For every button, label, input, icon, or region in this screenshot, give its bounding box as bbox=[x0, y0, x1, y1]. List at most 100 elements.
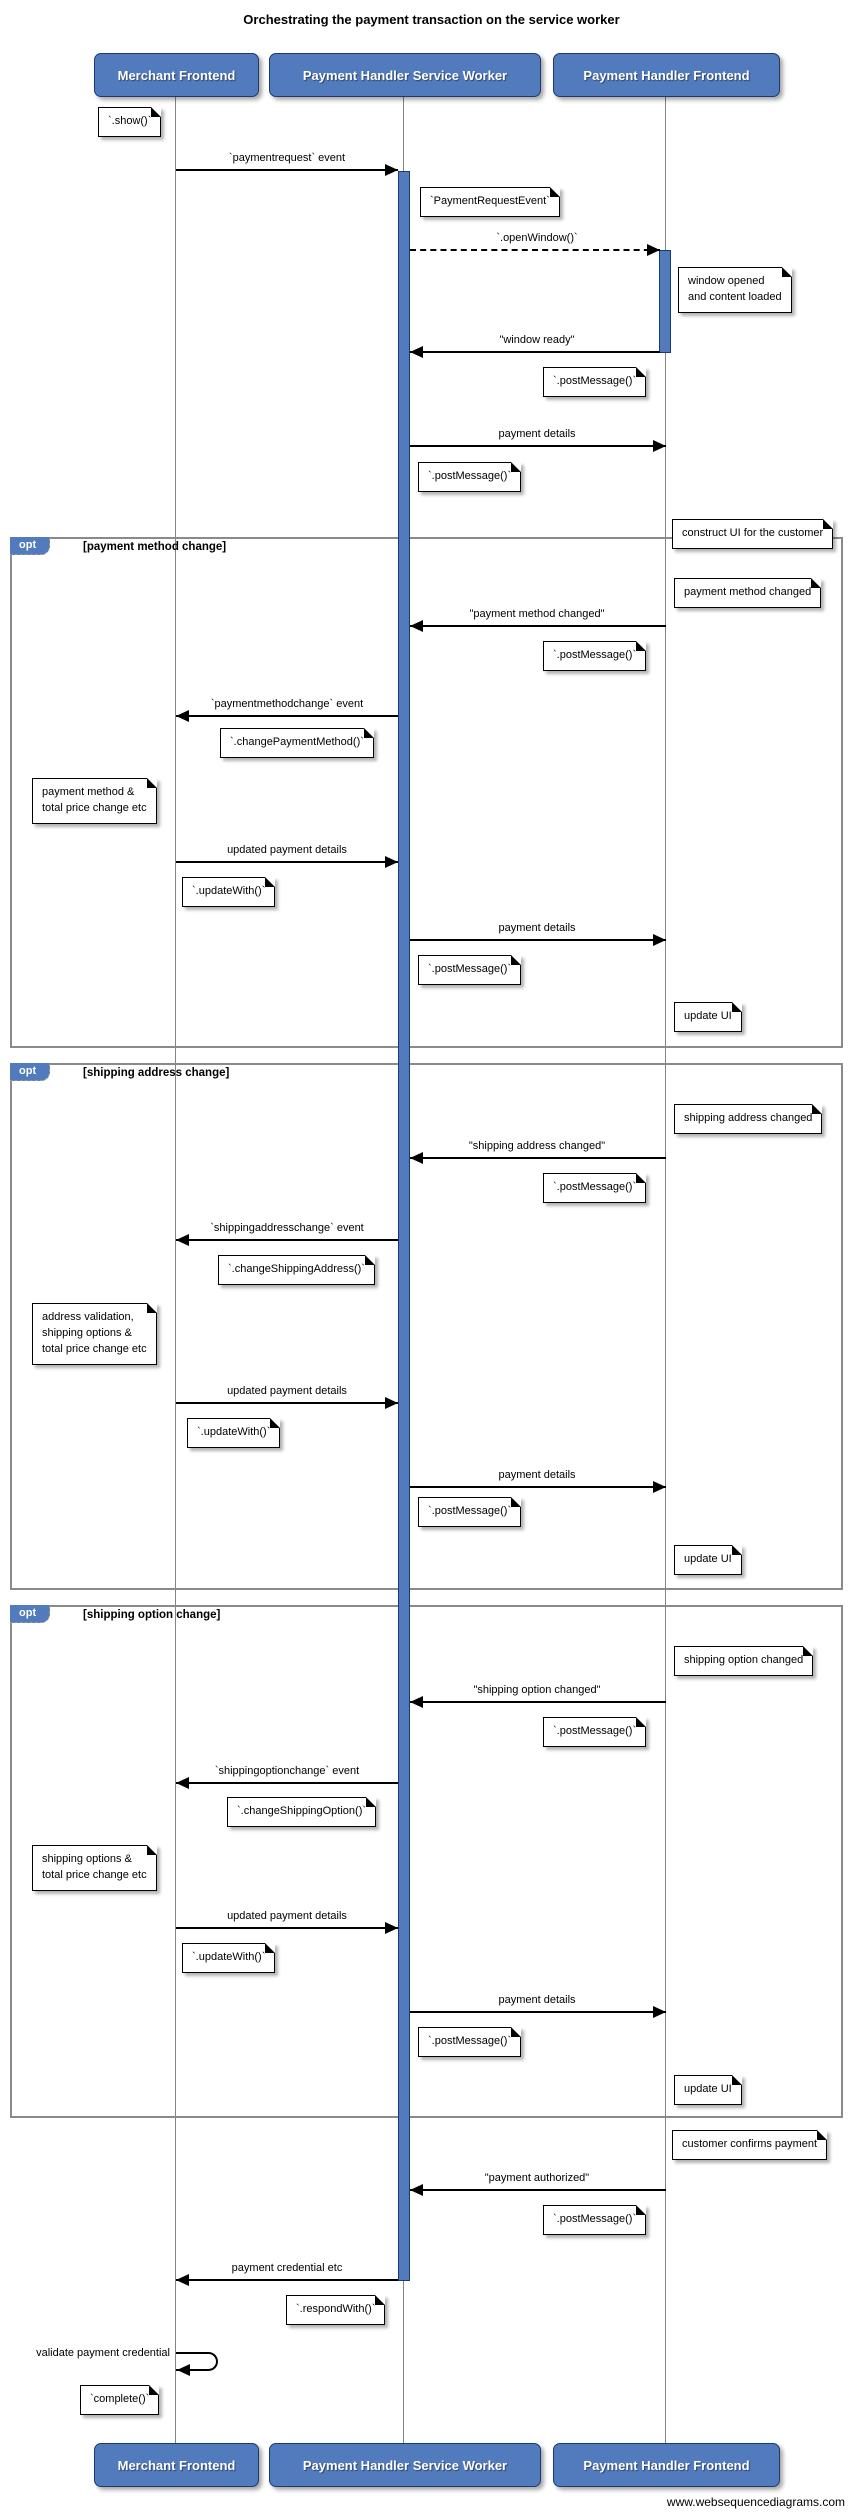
note-address-validation: address validation, shipping options & t… bbox=[32, 1303, 157, 1365]
diagram-title: Orchestrating the payment transaction on… bbox=[243, 12, 620, 27]
message-line bbox=[410, 445, 666, 447]
participant-merchant-frontend-bottom: Merchant Frontend bbox=[94, 2443, 259, 2487]
arrowhead-left-icon bbox=[410, 2184, 423, 2196]
note-window-opened: window opened and content loaded bbox=[678, 267, 792, 313]
participant-payment-handler-frontend-bottom: Payment Handler Frontend bbox=[553, 2443, 780, 2487]
message-line bbox=[176, 169, 398, 171]
note-paymentrequestevent: `PaymentRequestEvent` bbox=[420, 187, 560, 217]
message-label: updated payment details bbox=[227, 1910, 347, 1922]
arrowhead-left-icon bbox=[176, 1777, 189, 1789]
message-line bbox=[410, 1486, 666, 1488]
participant-merchant-frontend-top: Merchant Frontend bbox=[94, 53, 259, 97]
message-line-dashed bbox=[410, 249, 660, 251]
arrowhead-left-icon bbox=[410, 346, 423, 358]
note-postmessage: `.postMessage()` bbox=[543, 641, 647, 671]
note-postmessage: `.postMessage()` bbox=[418, 462, 522, 492]
message-line bbox=[176, 1239, 398, 1241]
message-label: payment details bbox=[498, 922, 576, 934]
arrowhead-right-icon bbox=[385, 856, 398, 868]
opt-frame-payment-method-change bbox=[10, 537, 843, 1048]
arrowhead-left-icon bbox=[410, 1152, 423, 1164]
arrowhead-left-icon bbox=[410, 1696, 423, 1708]
note-construct-ui: construct UI for the customer bbox=[672, 519, 834, 549]
note-shipping-address-changed: shipping address changed bbox=[674, 1104, 823, 1134]
note-postmessage: `.postMessage()` bbox=[543, 2205, 647, 2235]
opt-frame-shipping-address-change bbox=[10, 1063, 843, 1590]
arrowhead-right-icon bbox=[385, 164, 398, 176]
self-message-loop bbox=[176, 2352, 218, 2371]
note-postmessage: `.postMessage()` bbox=[418, 1497, 522, 1527]
message-line bbox=[176, 1402, 398, 1404]
note-postmessage: `.postMessage()` bbox=[543, 1173, 647, 1203]
message-label: "shipping address changed" bbox=[468, 1140, 606, 1152]
message-label: `paymentrequest` event bbox=[228, 152, 346, 164]
message-label: validate payment credential bbox=[36, 2347, 170, 2359]
note-updatewith: `.updateWith()` bbox=[182, 877, 276, 907]
note-updatewith: `.updateWith()` bbox=[182, 1943, 276, 1973]
activation-payment-handler-frontend bbox=[659, 250, 671, 353]
message-line bbox=[176, 2279, 398, 2281]
opt-condition: [shipping option change] bbox=[83, 1609, 221, 1621]
message-line bbox=[410, 625, 666, 627]
message-line bbox=[410, 1701, 666, 1703]
message-label: payment credential etc bbox=[231, 2262, 343, 2274]
message-label: payment details bbox=[498, 1994, 576, 2006]
message-label: `shippingoptionchange` event bbox=[214, 1765, 360, 1777]
message-label: updated payment details bbox=[227, 1385, 347, 1397]
watermark: www.websequencediagrams.com bbox=[666, 2495, 845, 2509]
lifeline-merchant-frontend bbox=[175, 97, 176, 2443]
note-update-ui: update UI bbox=[674, 1002, 742, 1032]
note-postmessage: `.postMessage()` bbox=[418, 2027, 522, 2057]
message-line bbox=[176, 715, 398, 717]
arrowhead-left-icon bbox=[176, 2274, 189, 2286]
message-label: "payment authorized" bbox=[484, 2172, 590, 2184]
opt-frame-shipping-option-change bbox=[10, 1605, 843, 2118]
arrowhead-left-icon bbox=[410, 620, 423, 632]
note-changeshippingoption: `.changeShippingOption()` bbox=[227, 1797, 377, 1827]
arrowhead-right-icon bbox=[653, 2006, 666, 2018]
note-changeshippingaddress: `.changeShippingAddress()` bbox=[218, 1255, 375, 1285]
activation-service-worker bbox=[398, 171, 410, 2281]
message-label: "window ready" bbox=[499, 334, 575, 346]
arrowhead-left-icon bbox=[176, 710, 189, 722]
participant-service-worker-bottom: Payment Handler Service Worker bbox=[269, 2443, 541, 2487]
lifeline-payment-handler-frontend bbox=[665, 97, 666, 2443]
note-payment-method-total-price: payment method & total price change etc bbox=[32, 778, 157, 824]
message-line bbox=[410, 939, 666, 941]
opt-condition: [payment method change] bbox=[83, 541, 227, 553]
opt-tab: opt bbox=[10, 537, 51, 555]
note-postmessage: `.postMessage()` bbox=[543, 1717, 647, 1747]
note-update-ui: update UI bbox=[674, 2075, 742, 2105]
note-postmessage: `.postMessage()` bbox=[543, 367, 647, 397]
arrowhead-left-icon bbox=[176, 1234, 189, 1246]
opt-condition: [shipping address change] bbox=[83, 1067, 230, 1079]
message-line bbox=[176, 1927, 398, 1929]
message-label: `.openWindow()` bbox=[496, 232, 578, 244]
note-update-ui: update UI bbox=[674, 1545, 742, 1575]
participant-service-worker-top: Payment Handler Service Worker bbox=[269, 53, 541, 97]
note-respondwith: `.respondWith()` bbox=[286, 2295, 386, 2325]
arrowhead-left-icon bbox=[177, 2364, 190, 2376]
opt-tab: opt bbox=[10, 1063, 51, 1081]
note-shipping-option-changed: shipping option changed bbox=[674, 1646, 814, 1676]
message-line bbox=[410, 1157, 666, 1159]
note-updatewith: `.updateWith()` bbox=[187, 1418, 281, 1448]
message-line bbox=[176, 861, 398, 863]
message-label: payment details bbox=[498, 1469, 576, 1481]
message-label: updated payment details bbox=[227, 844, 347, 856]
arrowhead-right-icon bbox=[385, 1922, 398, 1934]
message-label: `paymentmethodchange` event bbox=[210, 698, 364, 710]
message-label: "shipping option changed" bbox=[473, 1684, 601, 1696]
arrowhead-right-icon bbox=[653, 1481, 666, 1493]
participant-payment-handler-frontend-top: Payment Handler Frontend bbox=[553, 53, 780, 97]
arrowhead-right-icon bbox=[653, 440, 666, 452]
message-line bbox=[410, 351, 660, 353]
message-label: `shippingaddresschange` event bbox=[210, 1222, 364, 1234]
arrowhead-right-icon bbox=[385, 1397, 398, 1409]
note-payment-method-changed: payment method changed bbox=[674, 578, 822, 608]
opt-tab: opt bbox=[10, 1605, 51, 1623]
message-line bbox=[410, 2189, 666, 2191]
note-postmessage: `.postMessage()` bbox=[418, 955, 522, 985]
note-customer-confirms-payment: customer confirms payment bbox=[672, 2130, 828, 2160]
